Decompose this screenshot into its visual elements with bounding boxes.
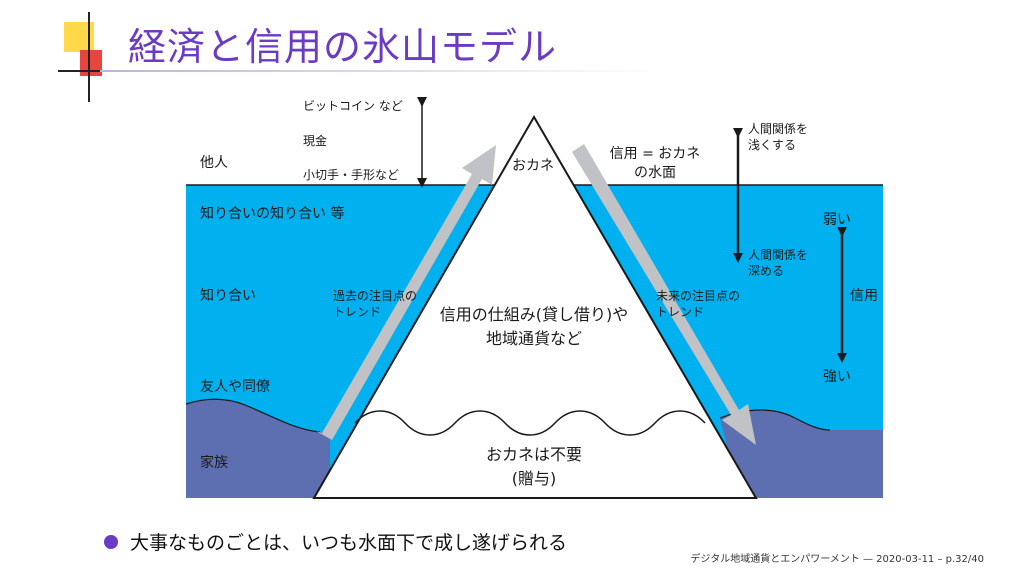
- title-decoration-red: [80, 50, 102, 76]
- past-trend-line-2: トレンド: [333, 305, 382, 319]
- iceberg-middle-label: 信用の仕組み(貸し借り)や 地域通貨など: [424, 303, 644, 351]
- shallow-relations-line-2: 浅くする: [748, 138, 797, 152]
- credit-label: 信用: [850, 288, 878, 304]
- iceberg-middle-line-2: 地域通貨など: [485, 329, 582, 348]
- deep-water-right: [720, 410, 883, 498]
- title-decoration-hline: [58, 70, 108, 72]
- surface-label: 信用 = おカネ の水面: [600, 145, 710, 183]
- surface-label-line-2: の水面: [634, 165, 676, 181]
- bullet-icon: [104, 535, 118, 549]
- credit-weak-label: 弱い: [823, 212, 851, 228]
- money-bitcoin: ビットコイン など: [303, 99, 403, 113]
- iceberg-triangle: [312, 115, 758, 499]
- surface-label-line-1: 信用 = おカネ: [609, 146, 701, 162]
- iceberg-wave: [354, 410, 706, 436]
- deep-relations-line-2: 深める: [748, 264, 785, 278]
- iceberg-bottom-line-1: おカネは不要: [485, 445, 582, 464]
- title-underline: [100, 70, 660, 72]
- past-trend-line-1: 過去の注目点の: [333, 289, 418, 303]
- iceberg-middle-line-1: 信用の仕組み(貸し借り)や: [439, 305, 629, 324]
- label-acquaintance: 知り合い: [200, 288, 256, 304]
- past-trend-label: 過去の注目点の トレンド: [333, 288, 417, 320]
- slide-footer: デジタル地域通貨とエンパワーメント — 2020-03-11 – p.32/40: [690, 554, 984, 565]
- deep-water-outline-left: [185, 398, 321, 433]
- slide-title: 経済と信用の氷山モデル: [128, 25, 558, 69]
- label-friends-colleagues: 友人や同僚: [200, 379, 270, 395]
- iceberg-top-label: おカネ: [512, 158, 554, 174]
- bullet-text: 大事なものごとは、いつも水面下で成し遂げられる: [130, 532, 568, 554]
- label-family: 家族: [200, 455, 228, 471]
- iceberg-bottom-line-2: (贈与): [511, 469, 557, 488]
- label-acquaintance-of-acquaintance: 知り合いの知り合い 等: [200, 206, 345, 222]
- iceberg-bottom-label: おカネは不要 (贈与): [454, 443, 614, 491]
- money-checks: 小切手・手形など: [303, 168, 400, 182]
- deep-water-left: [186, 399, 330, 498]
- deep-relations-line-1: 人間関係を: [748, 248, 809, 262]
- future-trend-label: 未来の注目点の トレンド: [656, 288, 740, 320]
- deep-relations-label: 人間関係を 深める: [748, 247, 808, 279]
- money-cash: 現金: [303, 134, 328, 148]
- past-trend-arrow: [316, 145, 496, 440]
- future-trend-line-2: トレンド: [656, 305, 705, 319]
- title-decoration-vline: [88, 12, 90, 102]
- credit-strong-label: 強い: [823, 369, 851, 385]
- label-others: 他人: [200, 155, 228, 171]
- future-trend-line-1: 未来の注目点の: [656, 289, 741, 303]
- shallow-relations-line-1: 人間関係を: [748, 122, 809, 136]
- future-trend-arrow: [572, 144, 756, 445]
- shallow-relations-label: 人間関係を 浅くする: [748, 121, 808, 153]
